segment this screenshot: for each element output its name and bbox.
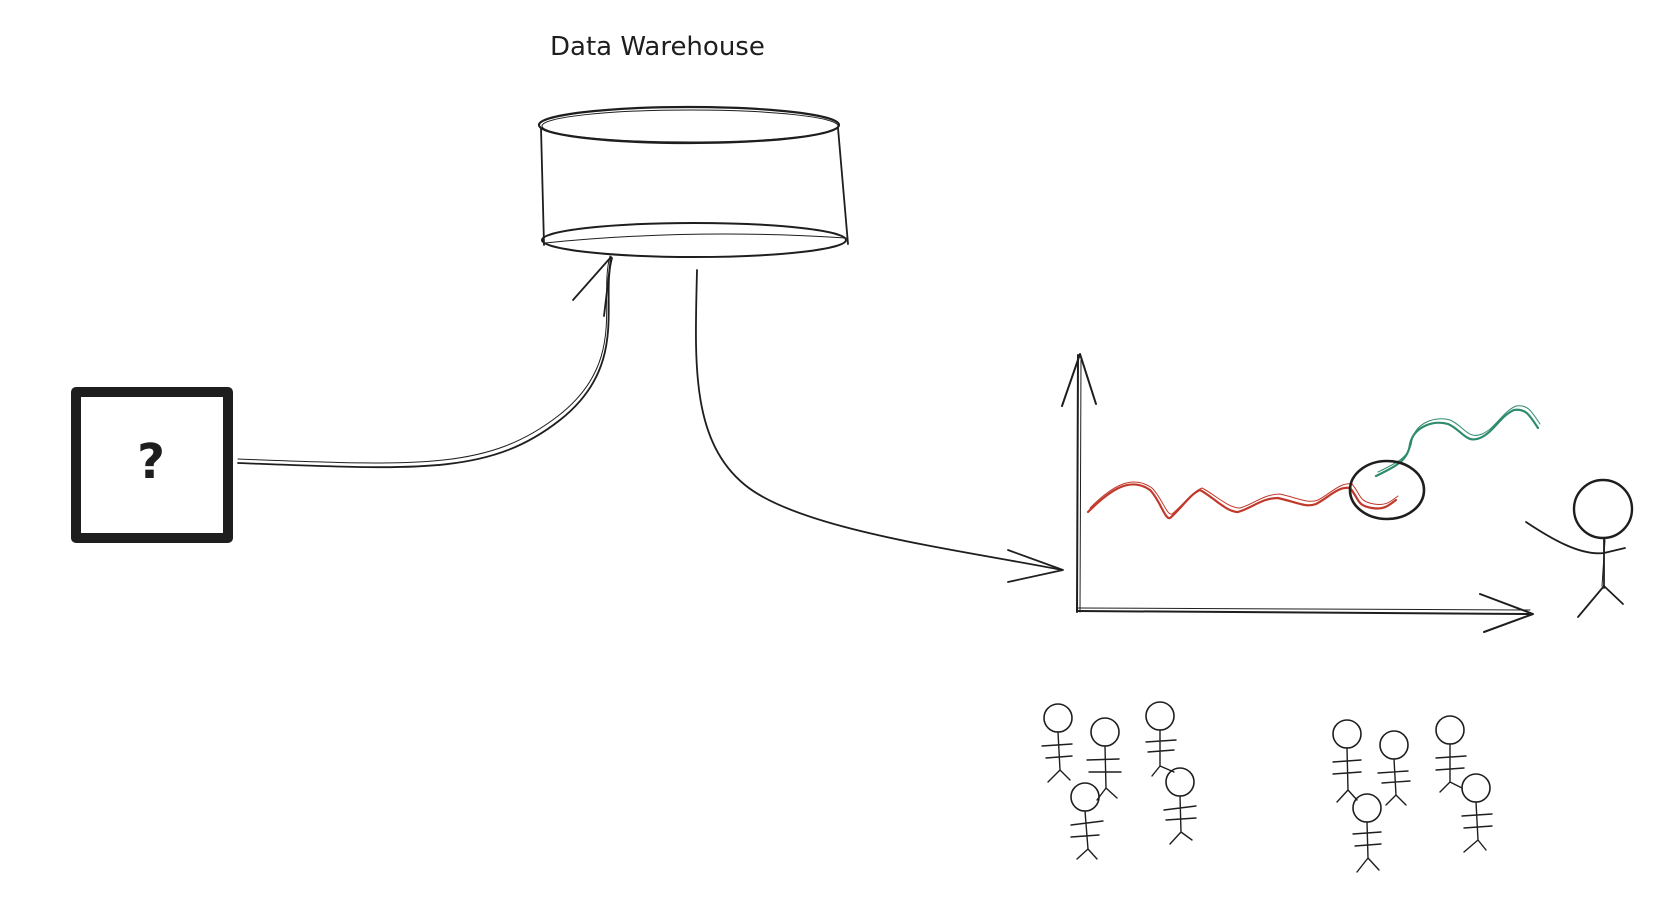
crowd-person [1041, 703, 1073, 783]
warehouse-label: Data Warehouse [550, 32, 765, 62]
chart-y-axis [1061, 353, 1097, 613]
trend-change-circle [1348, 459, 1426, 521]
crowd-person [1435, 715, 1467, 793]
arrow-warehouse-to-chart [695, 269, 1064, 583]
line-chart-icon [1061, 353, 1541, 633]
crowd-person [1461, 773, 1493, 853]
chart-x-axis [1076, 593, 1534, 633]
arrow-source-to-warehouse [237, 255, 613, 469]
stick-figure-icon [1525, 478, 1634, 618]
crowd-person [1163, 767, 1197, 845]
crowd-person [1332, 719, 1362, 803]
trend-line-up [1374, 405, 1541, 478]
unknown-source-box-icon: ? [71, 387, 233, 543]
source-box-symbol: ? [137, 434, 165, 490]
stick-figure-group-icon [1332, 715, 1493, 873]
crowd-person [1145, 701, 1177, 777]
database-cylinder-icon [537, 105, 849, 258]
stick-figure-group-icon [1041, 701, 1197, 860]
crowd-person [1377, 730, 1411, 806]
crowd-person [1086, 717, 1122, 801]
crowd-person [1070, 782, 1104, 860]
trend-line-down [1086, 481, 1399, 520]
crowd-person [1352, 793, 1382, 873]
